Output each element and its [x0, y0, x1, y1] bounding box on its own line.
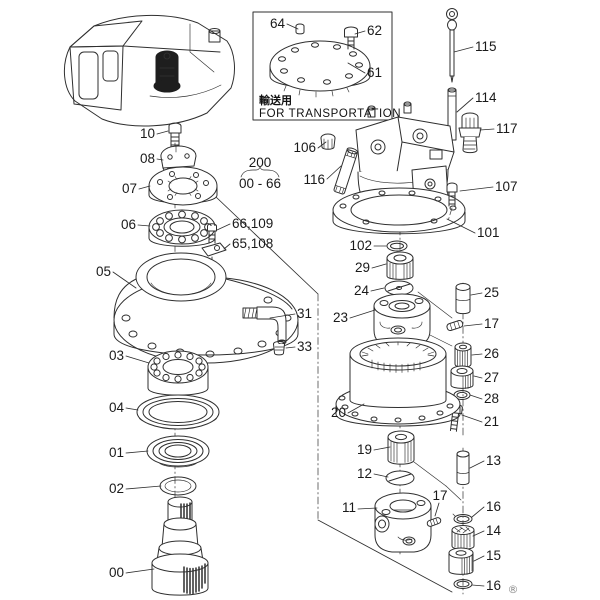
part-102-o-ring [386, 240, 408, 252]
label-115: 115 [475, 39, 497, 54]
label-106: 106 [293, 140, 316, 155]
part-26-gear [454, 342, 472, 368]
label-29: 29 [355, 260, 370, 275]
label-21: 21 [484, 414, 499, 429]
transport-caption-en: FOR TRANSPORTATION [259, 108, 401, 120]
part-107-bolt [446, 182, 458, 222]
part-06-bearing [148, 209, 216, 247]
label-28: 28 [484, 391, 499, 406]
part-19-sun-gear [387, 430, 415, 465]
label-04: 04 [109, 400, 125, 415]
group-number: 200 [249, 155, 272, 170]
transport-box: 輸送用 FOR TRANSPORTATION [252, 11, 401, 121]
motor-top-bolts [367, 101, 412, 118]
label-02: 02 [109, 481, 124, 496]
label-11: 11 [342, 500, 356, 515]
part-14-needle-bearing [451, 525, 475, 550]
part-116-pipe [333, 147, 359, 195]
part-12-thrust-plate [385, 470, 415, 486]
part-61-cover [269, 40, 371, 98]
label-12: 12 [357, 466, 372, 481]
label-19: 19 [357, 442, 372, 457]
label-03: 03 [109, 348, 124, 363]
part-17-spring-pin-upper [446, 320, 464, 332]
part-15-planet-gear [448, 547, 474, 575]
part-16-snap-ring-upper [452, 513, 473, 524]
label-107: 107 [495, 179, 518, 194]
excavator-overview [63, 14, 235, 127]
transport-caption-jp: 輸送用 [259, 93, 292, 107]
label-01: 01 [109, 445, 124, 460]
part-17-spring-pin-lower [426, 517, 442, 527]
label-13: 13 [486, 453, 501, 468]
part-66-109-bolt [207, 223, 217, 244]
part-64-plug [295, 23, 305, 35]
leader-lines [112, 23, 495, 587]
part-07-flange-holder [148, 166, 218, 206]
swing-motor-location-mark [153, 50, 181, 93]
label-00: 00 [109, 565, 124, 580]
label-10: 10 [140, 126, 155, 141]
label-15: 15 [486, 548, 501, 563]
label-65-108: 65,108 [232, 236, 273, 251]
label-64: 64 [270, 16, 286, 31]
label-26: 26 [484, 346, 499, 361]
part-10-bolt [168, 122, 182, 148]
part-33-plug [273, 341, 285, 356]
label-117: 117 [496, 121, 518, 136]
label-16b: 16 [486, 578, 501, 593]
part-00-output-shaft [151, 496, 209, 596]
label-25: 25 [484, 285, 499, 300]
part-101-swing-motor [332, 101, 466, 235]
part-106-cap [320, 133, 336, 150]
label-23: 23 [333, 310, 348, 325]
group-callout: 200 00 - 66 [239, 155, 281, 191]
label-116: 116 [303, 172, 325, 187]
label-102: 102 [349, 238, 372, 253]
registered-trademark-mark: ® [508, 583, 519, 596]
part-25-pin [455, 283, 471, 315]
part-27-gear-bushing [450, 365, 474, 389]
part-13-pin [456, 450, 470, 486]
label-62: 62 [367, 23, 382, 38]
label-66-109: 66,109 [232, 216, 273, 231]
label-61: 61 [367, 65, 382, 80]
label-101: 101 [477, 225, 500, 240]
label-33: 33 [297, 339, 312, 354]
label-31: 31 [297, 306, 312, 321]
label-17a: 17 [484, 316, 499, 331]
group-range: 00 - 66 [239, 176, 281, 191]
part-11-carrier-2 [374, 492, 432, 553]
label-17b: 17 [432, 488, 447, 503]
label-20: 20 [331, 405, 346, 420]
part-labels: 64 62 61 115 114 117 106 116 107 101 102… [96, 16, 518, 593]
label-05: 05 [96, 264, 111, 279]
label-06: 06 [121, 217, 136, 232]
part-01-seal [146, 435, 210, 468]
part-23-carrier-1 [373, 293, 431, 346]
part-02-collar [159, 476, 197, 496]
label-16a: 16 [486, 499, 501, 514]
label-114: 114 [475, 90, 497, 105]
part-115-dipstick [446, 8, 458, 83]
part-16-snap-ring-lower [453, 579, 473, 589]
label-24: 24 [354, 283, 370, 298]
label-14: 14 [486, 523, 502, 538]
part-24-thrust-plate [384, 280, 414, 296]
part-04-ring [136, 394, 220, 430]
part-20-ring-gear [335, 337, 461, 439]
part-117-plug [458, 112, 482, 154]
label-07: 07 [122, 181, 137, 196]
label-08: 08 [140, 151, 155, 166]
part-03-bearing [147, 350, 209, 396]
label-27: 27 [484, 370, 499, 385]
part-29-coupling [386, 251, 414, 280]
part-08-stopper-plate [160, 145, 197, 174]
part-05-housing [113, 252, 299, 364]
